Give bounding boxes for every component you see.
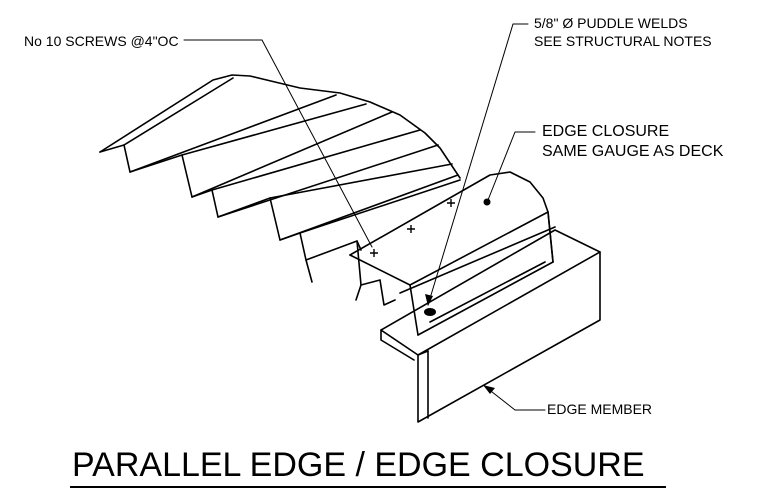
edge-closure: [349, 171, 556, 336]
arrowhead-welds: [425, 294, 433, 306]
edge-member-label: EDGE MEMBER: [547, 401, 653, 417]
screws-label: No 10 SCREWS @4"OC: [24, 33, 179, 49]
screw-mark: [447, 199, 455, 207]
edge-member-leader: [486, 387, 546, 411]
welds-label-line2: SEE STRUCTURAL NOTES: [534, 33, 712, 49]
leader-lines: [183, 23, 546, 411]
screw-mark: [370, 249, 378, 257]
screw-marks: [370, 199, 455, 257]
puddle-welds: [424, 198, 491, 316]
closure-label-line1: EDGE CLOSURE: [542, 123, 670, 140]
title-underline: [70, 486, 666, 488]
arrowhead-edge-member: [483, 385, 495, 394]
drawing-title: PARALLEL EDGE / EDGE CLOSURE: [72, 446, 645, 484]
metal-deck: [99, 74, 461, 306]
welds-leader: [427, 23, 529, 306]
puddle-weld: [424, 308, 436, 316]
closure-leader: [487, 131, 536, 201]
screw-mark: [407, 225, 415, 233]
screws-leader: [183, 39, 373, 248]
puddle-weld: [483, 198, 491, 206]
edge-member: [380, 229, 601, 423]
welds-label-line1: 5/8" Ø PUDDLE WELDS: [534, 15, 688, 31]
arrowheads: [425, 294, 495, 394]
closure-label-line2: SAME GAUGE AS DECK: [542, 143, 724, 160]
